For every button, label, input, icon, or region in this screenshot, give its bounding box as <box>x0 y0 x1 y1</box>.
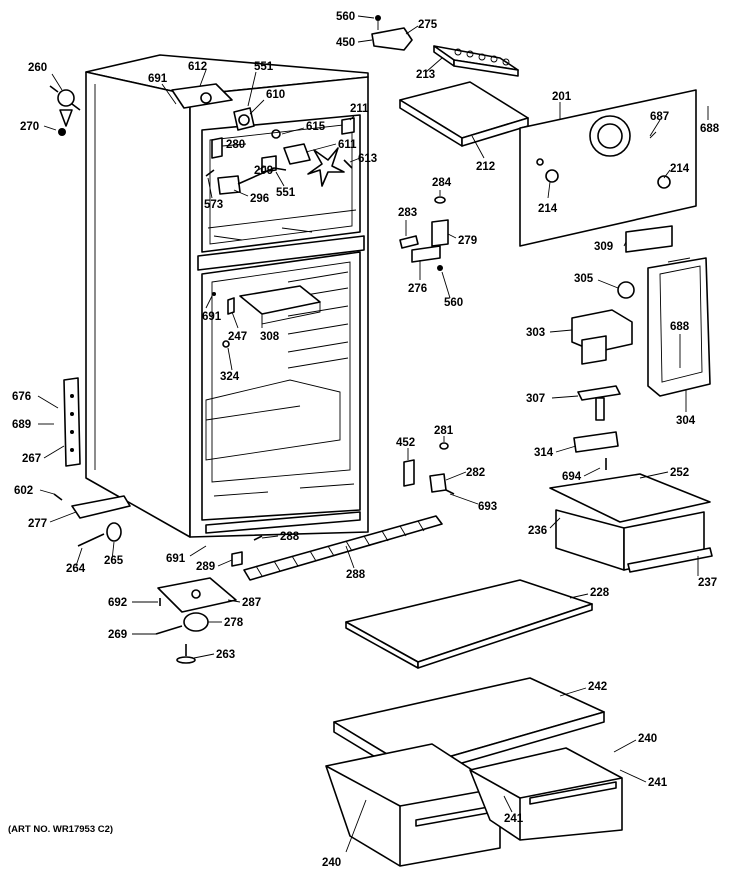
part-label-260: 260 <box>28 62 47 74</box>
part-label-288: 288 <box>280 531 300 543</box>
part-label-692: 692 <box>108 597 127 609</box>
part-label-240: 240 <box>322 857 341 869</box>
leader-lines <box>37 15 709 853</box>
part-label-296: 296 <box>250 193 269 205</box>
part-label-288: 288 <box>346 569 366 581</box>
part-label-276: 276 <box>408 283 427 295</box>
part-label-237: 237 <box>698 577 717 589</box>
fan-blade-part <box>307 147 345 187</box>
part-label-212: 212 <box>476 161 495 173</box>
part-label-615: 615 <box>306 121 326 133</box>
part-label-201: 201 <box>552 91 572 103</box>
part-label-676: 676 <box>12 391 31 403</box>
part-label-228: 228 <box>590 587 610 599</box>
part-label-281: 281 <box>434 425 454 437</box>
part-label-693: 693 <box>478 501 497 513</box>
top-hinge-part <box>49 85 81 127</box>
part-label-289: 289 <box>196 561 215 573</box>
part-label-694: 694 <box>562 471 582 483</box>
part-label-267: 267 <box>22 453 41 465</box>
part-label-265: 265 <box>104 555 124 567</box>
ice-cube-tray-part <box>433 45 519 77</box>
part-label-214: 214 <box>538 203 558 215</box>
refrigerator-cabinet <box>85 54 369 538</box>
part-label-307: 307 <box>526 393 545 405</box>
part-label-211: 211 <box>350 103 369 115</box>
part-label-450: 450 <box>336 37 355 49</box>
part-label-691: 691 <box>148 73 168 85</box>
screw-part <box>58 128 66 136</box>
part-label-284: 284 <box>432 177 452 189</box>
part-label-269: 269 <box>108 629 127 641</box>
damper-control-group <box>399 196 711 470</box>
part-label-309: 309 <box>594 241 613 253</box>
part-label-551: 551 <box>276 187 296 199</box>
cabinet-hardware-left <box>53 285 321 547</box>
part-label-452: 452 <box>396 437 415 449</box>
part-label-213: 213 <box>416 69 435 81</box>
part-label-551: 551 <box>254 61 274 73</box>
part-label-691: 691 <box>202 311 222 323</box>
part-label-612: 612 <box>188 61 207 73</box>
meat-pan-assembly <box>549 473 713 573</box>
crisper-assembly <box>325 677 623 867</box>
part-label-275: 275 <box>418 19 438 31</box>
part-label-308: 308 <box>260 331 280 343</box>
part-label-263: 263 <box>216 649 235 661</box>
part-label-247: 247 <box>228 331 247 343</box>
part-label-277: 277 <box>28 518 47 530</box>
evaporator-cover-part <box>519 89 697 247</box>
part-label-279: 279 <box>458 235 477 247</box>
bottom-hardware-group <box>155 442 455 664</box>
base-grille-part <box>243 515 443 581</box>
part-label-209: 209 <box>254 165 273 177</box>
part-labels: 260 270 691 612 551 610 211 615 280 611 … <box>12 11 720 869</box>
part-label-240: 240 <box>638 733 657 745</box>
part-label-236: 236 <box>528 525 547 537</box>
part-label-314: 314 <box>534 447 554 459</box>
part-label-252: 252 <box>670 467 689 479</box>
part-label-689: 689 <box>12 419 31 431</box>
part-label-688: 688 <box>700 123 720 135</box>
part-label-303: 303 <box>526 327 545 339</box>
part-label-610: 610 <box>266 89 285 101</box>
hinge-and-shelf-group <box>371 15 529 147</box>
control-hardware-group <box>49 83 355 195</box>
part-label-278: 278 <box>224 617 244 629</box>
part-label-241: 241 <box>504 813 524 825</box>
part-label-270: 270 <box>20 121 39 133</box>
part-label-688: 688 <box>670 321 690 333</box>
part-label-280: 280 <box>226 139 245 151</box>
part-label-687: 687 <box>650 111 669 123</box>
part-label-560: 560 <box>444 297 463 309</box>
part-label-282: 282 <box>466 467 485 479</box>
part-label-283: 283 <box>398 207 417 219</box>
part-label-287: 287 <box>242 597 261 609</box>
part-label-602: 602 <box>14 485 33 497</box>
part-label-691: 691 <box>166 553 186 565</box>
part-label-573: 573 <box>204 199 223 211</box>
part-label-560: 560 <box>336 11 355 23</box>
part-label-242: 242 <box>588 681 607 693</box>
part-label-613: 613 <box>358 153 377 165</box>
freezer-shelf-part <box>399 81 529 147</box>
part-label-264: 264 <box>66 563 86 575</box>
part-label-305: 305 <box>574 273 594 285</box>
fresh-food-shelf-part <box>345 579 593 669</box>
part-label-241: 241 <box>648 777 668 789</box>
art-number-caption: (ART NO. WR17953 C2) <box>8 824 113 835</box>
part-label-324: 324 <box>220 371 240 383</box>
part-label-304: 304 <box>676 415 696 427</box>
label-part <box>625 225 673 253</box>
part-label-611: 611 <box>338 139 357 151</box>
part-label-214: 214 <box>670 163 690 175</box>
